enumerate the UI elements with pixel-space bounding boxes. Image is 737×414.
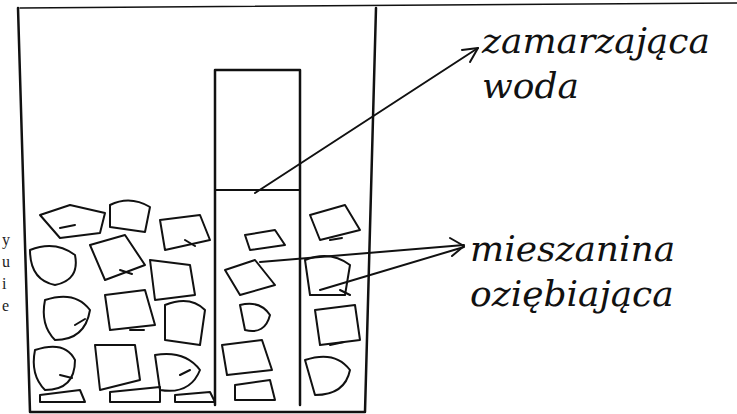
- beaker: [18, 8, 376, 412]
- cropped-text: e: [2, 298, 16, 314]
- cropped-text: u: [2, 254, 16, 270]
- top-rule: [20, 3, 737, 8]
- callout-label: mieszanina oziębiająca: [470, 226, 720, 316]
- cropped-text: i: [2, 276, 16, 292]
- callout-label: zamarzająca woda: [482, 18, 707, 108]
- ice-chunks: [30, 200, 360, 402]
- cropped-text: y: [2, 232, 16, 248]
- leader-lines: [255, 48, 478, 290]
- test-tube: [215, 70, 300, 405]
